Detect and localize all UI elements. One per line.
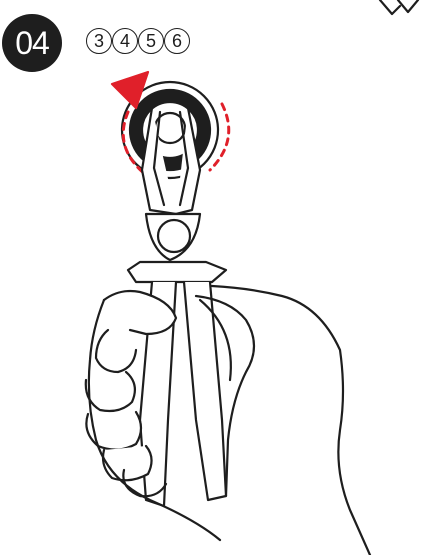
plier-pivot <box>146 214 200 260</box>
corner-chevron-icon <box>380 0 418 14</box>
handle-guard <box>128 262 226 282</box>
hand <box>86 286 370 555</box>
